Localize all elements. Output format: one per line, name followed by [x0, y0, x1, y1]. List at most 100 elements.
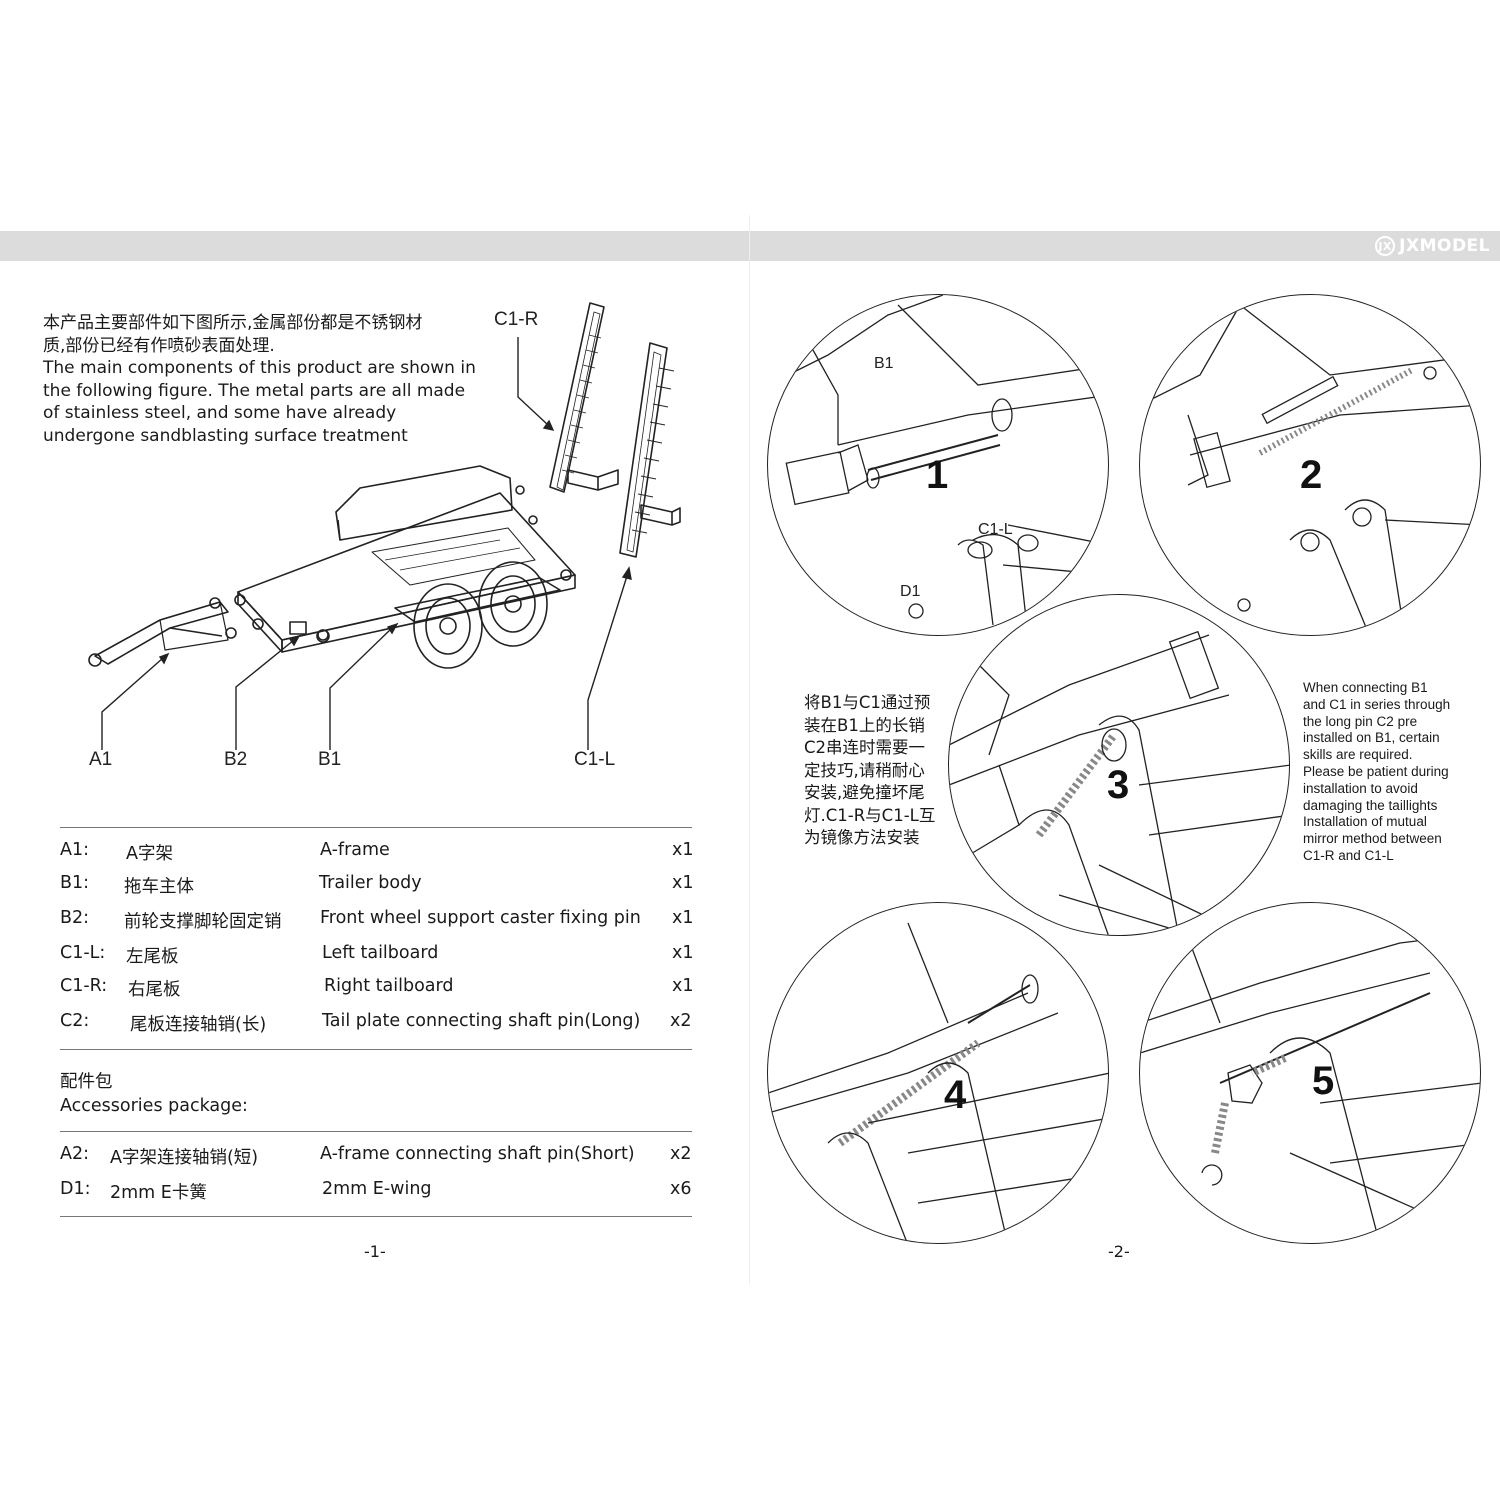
intro-en-line: of stainless steel, and some have alread…: [43, 403, 397, 423]
intro-text: 本产品主要部件如下图所示,金属部份都是不锈钢材 质,部份已经有作喷砂表面处理. …: [43, 312, 493, 447]
accessories-title-en: Accessories package:: [60, 1096, 248, 1116]
part-code: C2:: [60, 1011, 90, 1031]
part-qty: x1: [672, 943, 694, 963]
step-number: 5: [1312, 1059, 1335, 1103]
parts-row: C1-R: 右尾板 Right tailboard x1: [60, 976, 700, 1002]
part-name-cn: 左尾板: [126, 947, 179, 967]
ramp-c1r-drawing: [549, 302, 619, 493]
accessories-title-cn: 配件包: [60, 1072, 113, 1092]
step-number: 4: [944, 1073, 967, 1117]
part-name-en: Right tailboard: [324, 976, 454, 996]
part-name-en: A-frame: [320, 840, 390, 860]
part-name-cn: 拖车主体: [124, 877, 194, 897]
table-rule-bottom: [60, 1216, 692, 1217]
parts-row: C1-L: 左尾板 Left tailboard x1: [60, 943, 700, 969]
note-en-line: and C1 in series through: [1303, 696, 1451, 712]
note-cn-line: C2串连时需要一: [804, 738, 926, 757]
note-en-line: skills are required.: [1303, 747, 1413, 763]
assembly-note-en: When connecting B1 and C1 in series thro…: [1303, 680, 1483, 865]
page-number-left: -1-: [364, 1242, 386, 1261]
accessory-row: D1: 2mm E卡簧 2mm E-wing x6: [60, 1179, 700, 1205]
note-en-line: mirror method between: [1303, 831, 1442, 847]
part-code: D1:: [60, 1179, 91, 1199]
part-name-en: 2mm E-wing: [322, 1179, 432, 1199]
step-number: 1: [926, 453, 949, 497]
note-cn-line: 安装,避免撞坏尾: [804, 783, 925, 802]
parts-row: B1: 拖车主体 Trailer body x1: [60, 873, 700, 899]
label-b2: B2: [224, 749, 248, 770]
part-name-cn: 前轮支撑脚轮固定销: [124, 912, 282, 932]
step-number: 2: [1300, 453, 1323, 497]
part-code: C1-L:: [60, 943, 106, 963]
part-qty: x2: [670, 1144, 692, 1164]
ramp-c1l-drawing: [619, 342, 681, 558]
caster-pin-drawing: [289, 621, 330, 643]
table-rule-accessories: [60, 1131, 692, 1132]
intro-en-line: the following figure. The metal parts ar…: [43, 380, 466, 401]
intro-en-line: The main components of this product are …: [43, 358, 476, 378]
brand-mark-icon: JX: [1375, 236, 1396, 256]
step-2-illustration: 2: [1139, 294, 1481, 636]
ramp-c1r-slats: [561, 334, 602, 474]
intro-cn-line: 本产品主要部件如下图所示,金属部份都是不锈钢材: [43, 313, 423, 333]
label-d1: D1: [900, 583, 921, 600]
ramp-c1l-slats: [631, 367, 675, 534]
part-qty: x1: [672, 908, 694, 928]
brand-name: JXMODEL: [1399, 236, 1490, 256]
parts-row: A1: A字架 A-frame x1: [60, 840, 700, 866]
note-cn-line: 灯.C1-R与C1-L互: [804, 805, 936, 825]
note-cn-line: 将B1与C1通过预: [804, 693, 931, 712]
page-gutter: [749, 215, 750, 1285]
part-name-en: Front wheel support caster fixing pin: [320, 908, 641, 928]
header-band: [0, 231, 1500, 261]
note-en-line: the long pin C2 pre: [1303, 713, 1418, 729]
label-c1l: C1-L: [574, 749, 616, 770]
part-name-cn: A字架: [126, 844, 173, 864]
assembly-note-cn: 将B1与C1通过预 装在B1上的长销 C2串连时需要一 定技巧,请稍耐心 安装,…: [804, 692, 954, 850]
note-cn-line: 装在B1上的长销: [804, 715, 925, 735]
part-code: B1:: [60, 873, 90, 893]
table-rule-middle: [60, 1049, 692, 1050]
part-code: A2:: [60, 1144, 90, 1164]
note-en-line: C1-R and C1-L: [1303, 847, 1394, 863]
label-a1: A1: [89, 749, 113, 770]
part-name-en: Left tailboard: [322, 943, 439, 963]
trailer-body-drawing: [234, 465, 576, 653]
note-cn-line: 定技巧,请稍耐心: [804, 760, 925, 780]
part-code: A1:: [60, 840, 90, 860]
note-en-line: damaging the taillights: [1303, 797, 1438, 813]
part-code: B2:: [60, 908, 90, 928]
part-qty: x6: [670, 1179, 692, 1199]
step-4-illustration: 4: [767, 902, 1109, 1244]
part-name-cn: 尾板连接轴销(长): [130, 1015, 267, 1035]
step-5-illustration: 5: [1139, 902, 1481, 1244]
page-number-right: -2-: [1108, 1242, 1130, 1261]
part-code: C1-R:: [60, 976, 108, 996]
trailer-exploded-figure: [88, 302, 681, 750]
step-1-illustration: 1 B1 C1-L D1: [767, 294, 1109, 636]
intro-cn-line: 质,部份已经有作喷砂表面处理.: [43, 335, 275, 356]
wheels-drawing: [413, 561, 548, 669]
part-name-cn: 右尾板: [128, 980, 181, 1000]
accessories-title: 配件包 Accessories package:: [60, 1070, 248, 1118]
part-qty: x1: [672, 873, 694, 893]
part-name-cn: A字架连接轴销(短): [110, 1148, 259, 1168]
label-c1l: C1-L: [978, 521, 1013, 538]
note-en-line: Installation of mutual: [1303, 814, 1427, 830]
note-en-line: When connecting B1: [1303, 680, 1428, 695]
part-name-en: A-frame connecting shaft pin(Short): [320, 1144, 635, 1164]
brand-logo: JX JXMODEL: [1375, 233, 1490, 259]
note-en-line: installed on B1, certain: [1303, 730, 1440, 746]
part-name-cn: 2mm E卡簧: [110, 1183, 207, 1203]
table-rule-top: [60, 827, 692, 828]
parts-row: B2: 前轮支撑脚轮固定销 Front wheel support caster…: [60, 908, 700, 934]
label-b1: B1: [318, 749, 342, 770]
label-b1: B1: [874, 355, 894, 372]
part-qty: x2: [670, 1011, 692, 1031]
step-3-illustration: 3: [948, 594, 1290, 936]
part-qty: x1: [672, 976, 694, 996]
note-en-line: installation to avoid: [1303, 780, 1418, 796]
part-name-en: Trailer body: [319, 873, 422, 893]
step-number: 3: [1107, 763, 1130, 807]
part-name-en: Tail plate connecting shaft pin(Long): [322, 1011, 641, 1031]
